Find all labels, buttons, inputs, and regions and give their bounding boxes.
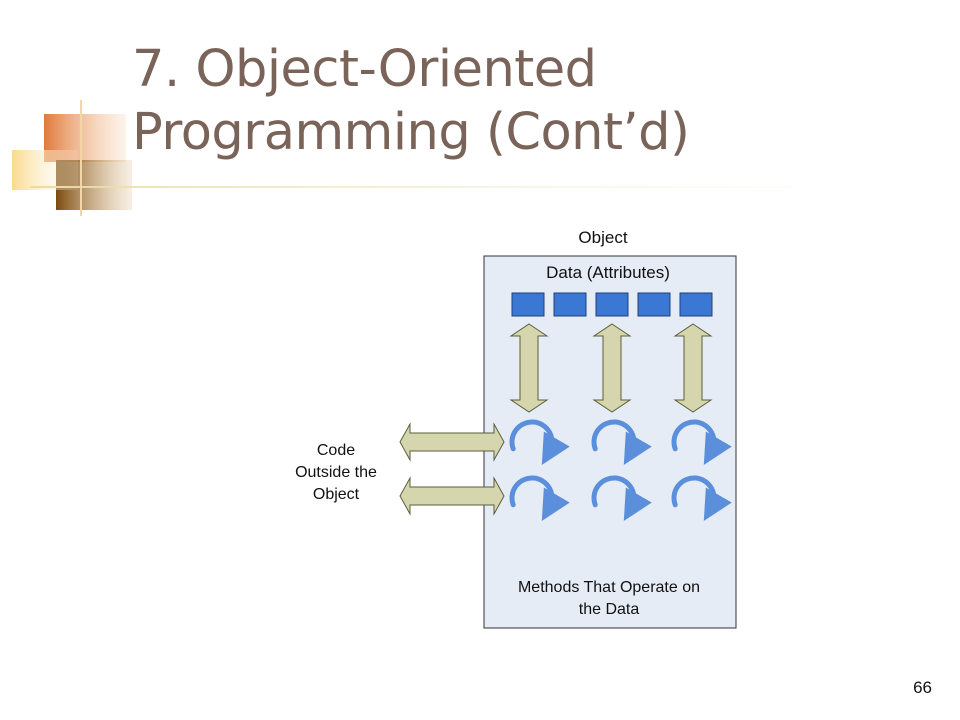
- slide-title: 7. Object-Oriented Programming (Cont’d): [132, 38, 932, 164]
- vertical-double-arrow: [509, 323, 549, 413]
- methods-label-line-2: the Data: [578, 601, 640, 618]
- deco-vertical-line: [80, 100, 82, 216]
- horizontal-double-arrow: [399, 422, 505, 462]
- method-arrow-icon: [671, 475, 732, 521]
- data-attribute-box: [595, 292, 629, 317]
- deco-yellow-square: [12, 150, 78, 190]
- methods-label-line-1: Methods That Operate on: [517, 579, 701, 596]
- title-line-2: Programming (Cont’d): [132, 103, 690, 162]
- method-arrow-icon: [671, 419, 732, 465]
- horizontal-arrows: [399, 422, 505, 516]
- code-label-line-2: Outside the: [295, 464, 377, 481]
- code-label-line-3: Object: [312, 486, 360, 503]
- code-outside-label: Code Outside the Object: [276, 440, 396, 506]
- horizontal-double-arrow: [399, 476, 505, 516]
- data-attribute-box: [637, 292, 671, 317]
- vertical-double-arrow: [673, 323, 713, 413]
- methods-label: Methods That Operate on the Data: [488, 577, 730, 621]
- method-arrow-icon: [509, 475, 570, 521]
- vertical-double-arrow: [592, 323, 632, 413]
- data-attribute-box: [679, 292, 713, 317]
- method-arrow-icon: [509, 419, 570, 465]
- method-arrow-icon: [591, 419, 652, 465]
- object-label: Object: [578, 228, 628, 247]
- page-number: 66: [913, 678, 932, 697]
- data-attribute-box: [553, 292, 587, 317]
- data-attributes-label: Data (Attributes): [546, 263, 670, 282]
- method-icons: [509, 419, 732, 521]
- method-arrow-icon: [591, 475, 652, 521]
- data-attribute-box: [511, 292, 545, 317]
- deco-horizontal-line: [30, 186, 790, 188]
- title-line-1: 7. Object-Oriented: [132, 40, 597, 99]
- code-label-line-1: Code: [316, 442, 356, 459]
- data-boxes: [511, 292, 713, 317]
- vertical-arrows: [509, 323, 713, 413]
- object-box: [483, 255, 737, 629]
